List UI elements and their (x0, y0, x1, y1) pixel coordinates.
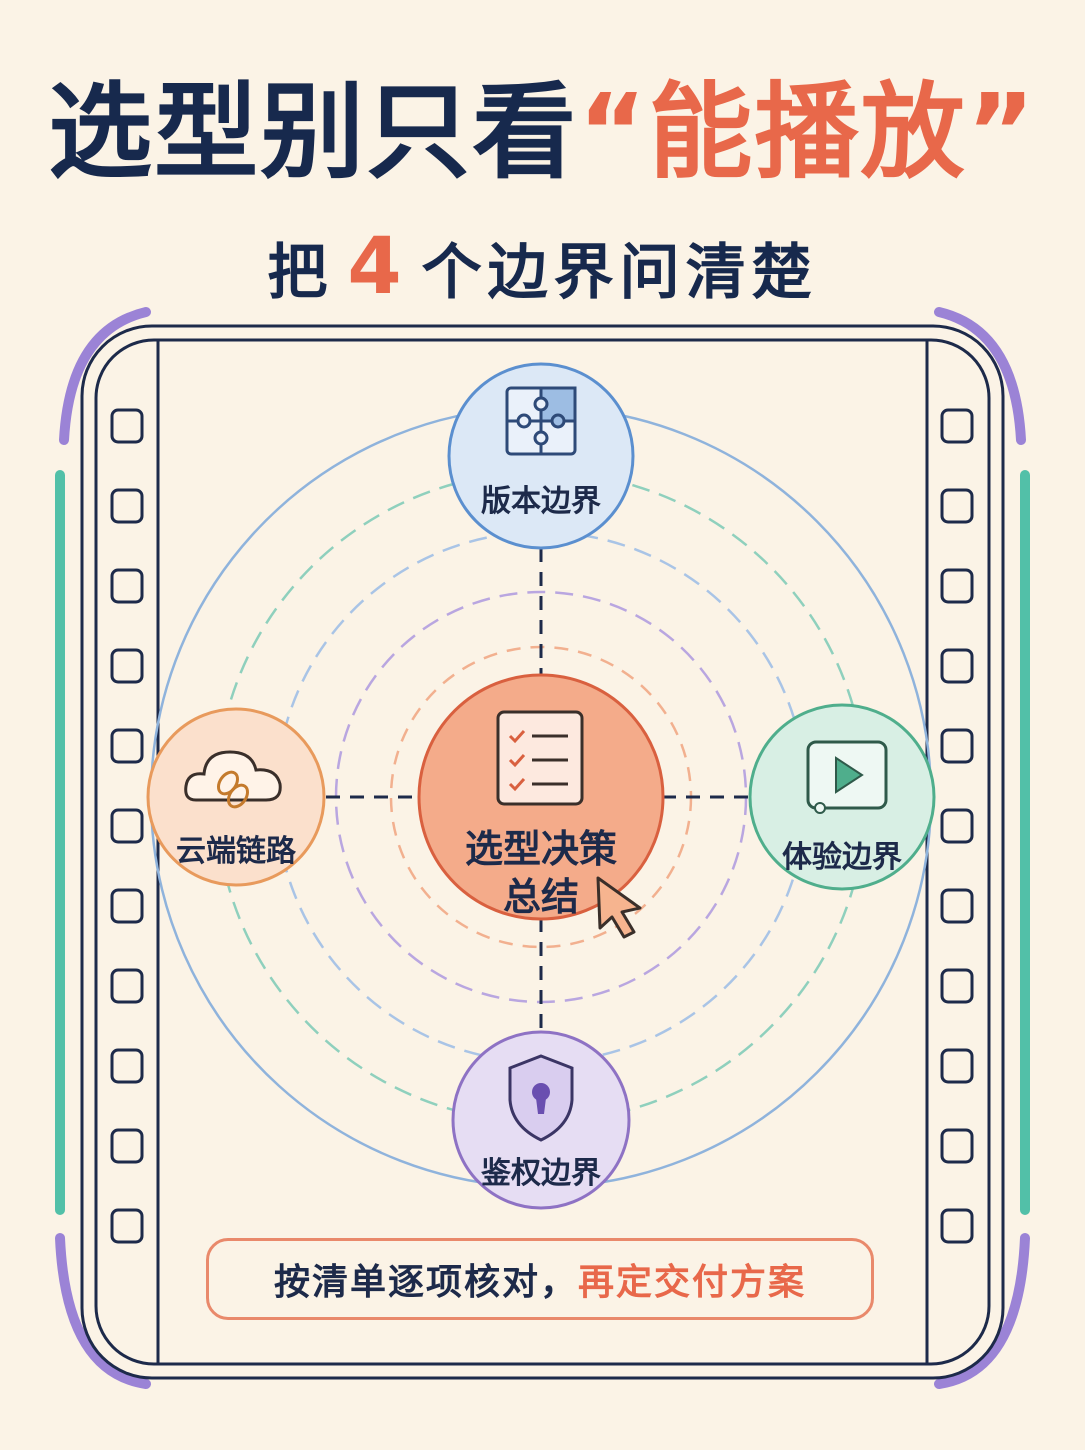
sprocket-hole (110, 488, 144, 524)
main-title: 选型别只看“能播放” (0, 70, 1085, 195)
sprocket-hole (940, 1208, 974, 1244)
subtitle-before: 把 (267, 238, 334, 308)
node-left-label: 云端链路 (176, 834, 296, 869)
node-top-circle[interactable] (447, 362, 635, 550)
node-center-label-line1: 选型决策 (464, 827, 617, 871)
sprocket-hole (940, 888, 974, 924)
sprocket-hole (110, 1208, 144, 1244)
sprocket-hole (940, 1048, 974, 1084)
sprocket-hole (110, 968, 144, 1004)
purple-corner-decoration (934, 1233, 1030, 1389)
sprocket-hole (940, 968, 974, 1004)
play-icon (806, 740, 888, 814)
footer-part2: 再定交付方案 (578, 1262, 807, 1303)
shield-lock-icon (508, 1054, 574, 1142)
sprocket-hole (940, 568, 974, 604)
node-top-label: 版本边界 (481, 484, 601, 519)
sprocket-hole (110, 808, 144, 844)
film-sprockets (110, 408, 974, 1244)
footer-callout: 按清单逐项核对，再定交付方案 (206, 1238, 874, 1320)
puzzle-icon (505, 386, 577, 456)
sprocket-hole (110, 1048, 144, 1084)
subtitle-number: 4 (347, 222, 408, 312)
checklist-icon (496, 710, 584, 806)
sprocket-hole (940, 648, 974, 684)
purple-corner-decoration (934, 307, 1026, 445)
sprocket-hole (110, 568, 144, 604)
sprocket-hole (940, 488, 974, 524)
subtitle-after: 个边界问清楚 (421, 238, 818, 308)
sprocket-hole (110, 648, 144, 684)
connector-lines (326, 548, 752, 1030)
footer-part1: 按清单逐项核对， (273, 1262, 578, 1303)
title-prefix: 选型别只看 (48, 71, 579, 193)
cursor-icon (596, 876, 642, 939)
node-right-label: 体验边界 (782, 840, 902, 875)
sprocket-hole (940, 408, 974, 444)
sprocket-hole (110, 888, 144, 924)
node-center-label-line2: 总结 (502, 875, 579, 919)
purple-corner-decoration (59, 307, 151, 445)
purple-corner-decoration (55, 1233, 151, 1389)
node-bottom-label: 鉴权边界 (481, 1156, 601, 1191)
sprocket-hole (110, 1128, 144, 1164)
sprocket-hole (110, 408, 144, 444)
sprocket-hole (110, 728, 144, 764)
cloud-link-icon (184, 750, 282, 809)
sprocket-hole (940, 1128, 974, 1164)
sprocket-hole (940, 728, 974, 764)
sprocket-hole (940, 808, 974, 844)
title-highlight: “能播放” (578, 71, 1037, 193)
